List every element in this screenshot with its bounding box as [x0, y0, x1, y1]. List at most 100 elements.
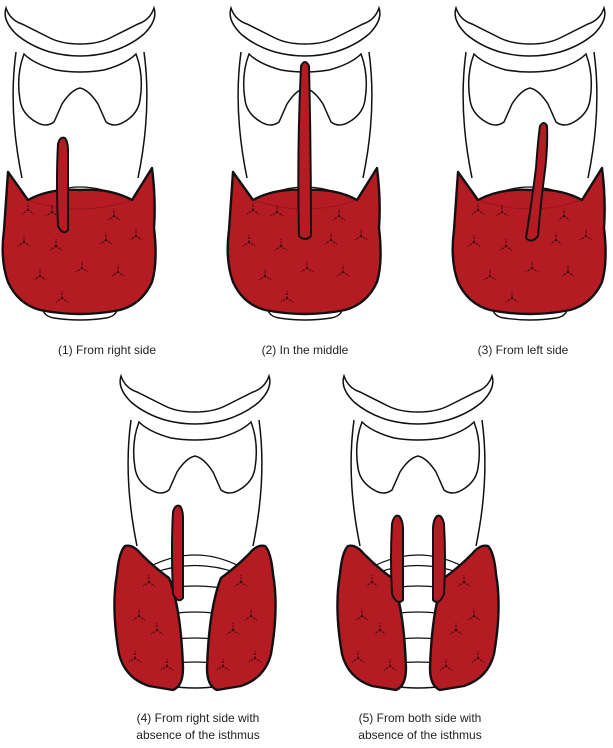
follicle-prong	[389, 665, 397, 671]
follicle-prong	[113, 215, 121, 221]
follicle-prong	[49, 245, 57, 251]
follicle-prong	[160, 665, 168, 671]
follicle-mark	[17, 235, 31, 247]
follicle-prong	[27, 209, 35, 215]
follicle-mark	[33, 269, 47, 281]
follicle-mark	[246, 203, 260, 215]
follicle-prong	[330, 239, 338, 245]
follicle-mark	[354, 229, 368, 241]
follicle-mark	[55, 291, 69, 303]
caption-panel-1: (1) From right side	[22, 342, 192, 359]
follicle-prong	[561, 271, 569, 277]
follicle-prong	[264, 275, 272, 281]
follicle-prong	[473, 241, 481, 247]
follicle-prong	[21, 209, 29, 215]
follicle-prong	[525, 267, 533, 273]
pyramidal-lobe	[525, 122, 549, 242]
follicle-prong	[117, 271, 125, 277]
follicle-prong	[81, 267, 89, 273]
follicle-mark	[21, 203, 35, 215]
follicle-mark	[557, 209, 571, 221]
follicle-prong	[105, 239, 113, 245]
follicle-mark	[355, 609, 369, 621]
follicle-prong	[248, 657, 256, 663]
follicle-prong	[166, 665, 174, 671]
follicle-prong	[250, 615, 258, 621]
trachea-wall-left	[252, 419, 263, 547]
follicle-mark	[160, 659, 174, 671]
follicle-mark	[471, 651, 485, 663]
follicle-mark	[579, 229, 593, 241]
follicle-prong	[306, 267, 314, 273]
follicle-mark	[216, 659, 230, 671]
follicle-mark	[467, 609, 481, 621]
follicle-mark	[449, 623, 463, 635]
follicle-mark	[351, 651, 365, 663]
caption-line: (5) From both side with	[358, 711, 482, 725]
follicle-prong	[505, 297, 513, 303]
thyroid-lobe-right	[113, 544, 185, 692]
follicle-mark	[75, 261, 89, 273]
follicle-mark	[128, 651, 142, 663]
follicle-mark	[132, 609, 146, 621]
follicle-prong	[355, 615, 363, 621]
caption-panel-4: (4) From right side with absence of the …	[108, 710, 288, 744]
trachea-wall-right	[462, 51, 473, 179]
follicle-prong	[138, 615, 146, 621]
isthmus-edge	[27, 199, 133, 210]
follicle-mark	[471, 203, 485, 215]
follicle-mark	[258, 269, 272, 281]
follicle-prong	[324, 239, 332, 245]
thyroid-cartilage	[242, 52, 368, 126]
follicle-mark	[336, 265, 350, 277]
follicle-mark	[270, 205, 284, 217]
follicle-prong	[549, 239, 557, 245]
follicle-prong	[280, 245, 288, 251]
hyoid-bone	[4, 5, 156, 57]
follicle-prong	[148, 581, 156, 587]
follicle-prong	[567, 271, 575, 277]
hyoid-bone	[229, 5, 381, 57]
follicle-prong	[274, 245, 282, 251]
thyroid-panel-p5	[336, 373, 500, 692]
follicle-mark	[129, 229, 143, 241]
follicle-mark	[324, 233, 338, 245]
pyramidal-lobe-left	[432, 514, 446, 603]
caption-line: (3) From left side	[477, 343, 569, 357]
thyroid-gland	[1, 166, 157, 316]
follicle-prong	[501, 211, 509, 217]
follicle-prong	[276, 211, 284, 217]
follicle-prong	[351, 657, 359, 663]
follicle-prong	[563, 215, 571, 221]
hyoid-bone	[454, 5, 606, 57]
follicle-prong	[244, 615, 252, 621]
follicle-mark	[467, 235, 481, 247]
follicle-prong	[354, 235, 362, 241]
follicle-mark	[525, 261, 539, 273]
trachea-wall-right	[12, 51, 23, 179]
thyroid-cartilage	[467, 52, 593, 126]
cricoid-ring	[150, 554, 240, 574]
follicle-prong	[129, 235, 137, 241]
thyroid-cartilage	[132, 420, 258, 494]
follicle-prong	[477, 209, 485, 215]
follicle-prong	[463, 581, 471, 587]
follicle-prong	[477, 657, 485, 663]
follicle-prong	[135, 235, 143, 241]
follicle-prong	[557, 215, 565, 221]
follicle-prong	[242, 241, 250, 247]
follicle-mark	[49, 239, 63, 251]
follicle-prong	[511, 297, 519, 303]
follicle-mark	[226, 623, 240, 635]
thyroid-panel-p2	[226, 5, 382, 321]
follicle-prong	[150, 629, 158, 635]
follicle-prong	[360, 235, 368, 241]
follicle-prong	[226, 629, 234, 635]
follicle-prong	[75, 267, 83, 273]
pyramidal-lobe	[56, 136, 69, 234]
follicle-mark	[439, 659, 453, 671]
follicle-prong	[457, 581, 465, 587]
follicle-prong	[300, 267, 308, 273]
